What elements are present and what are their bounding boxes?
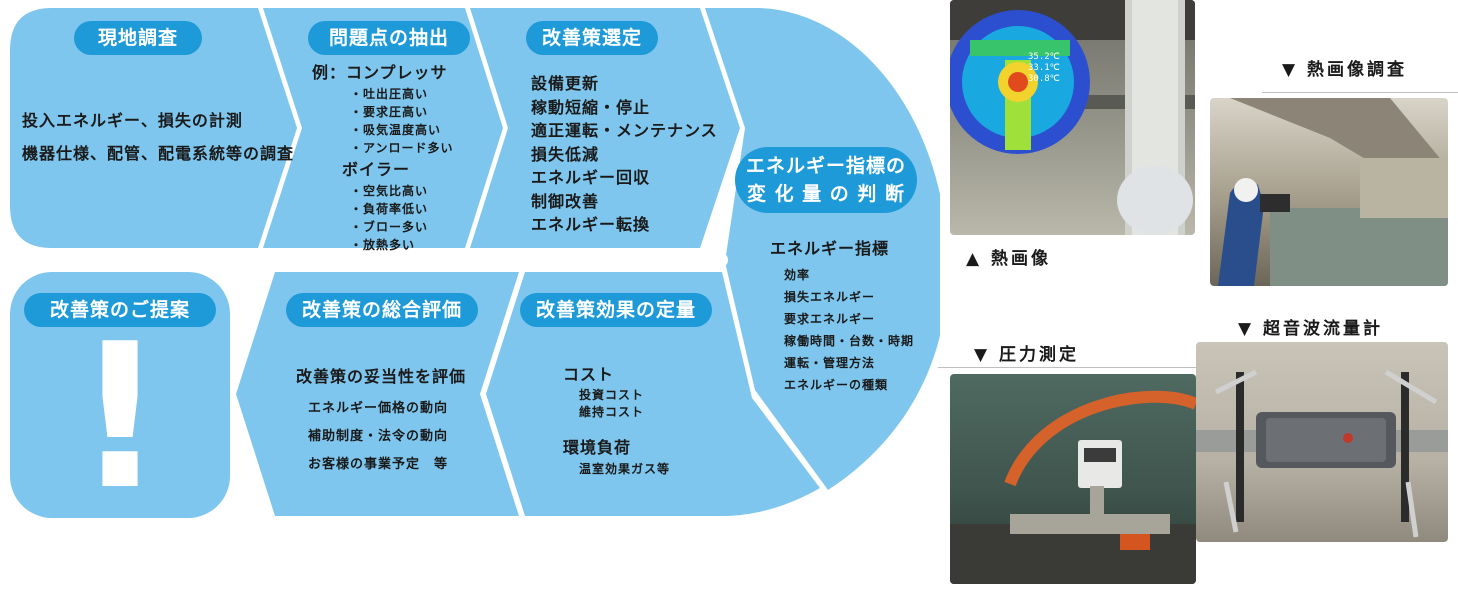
readout-value: 33.1℃ [1028,63,1060,73]
connector-dot [712,252,728,268]
list-item: 効率 [784,268,811,282]
pressure-graphic [950,390,1196,584]
cost-items: 投資コスト 維持コスト [563,387,670,421]
list-item: 補助制度・法令の動向 [308,429,449,444]
list-item: ・放熱多い [350,238,416,252]
boiler-items: ・空気比高い ・負荷率低い ・ブロー多い ・放熱多い [312,182,454,254]
problems-example: 例：コンプレッサ [312,63,448,82]
list-item: 温室効果ガス等 [579,462,671,476]
list-item: 運転・管理方法 [784,356,876,370]
list-item: 稼動短縮・停止 [531,97,651,117]
chevron-survey [10,8,297,248]
chevron-selection [470,8,740,248]
list-item: ・吸気温度高い [350,123,442,137]
pressure-photo [950,374,1196,584]
indicator-title-line: エネルギー指標の [745,155,906,177]
readout-value: 35.2℃ [1028,52,1060,62]
evaluation-heading: 改善策の妥当性を評価 [296,367,467,386]
chevron-problems [263,8,503,248]
list-item: エネルギー価格の動向 [308,401,449,416]
list-item: ・空気比高い [350,184,429,198]
indicator-items: 効率 損失エネルギー 要求エネルギー 稼働時間・台数・時期 運転・管理方法 エネ… [770,264,914,396]
quantify-title: 改善策効果の定量 [520,293,712,327]
indicator-list: エネルギー指標 効率 損失エネルギー 要求エネルギー 稼働時間・台数・時期 運転… [770,236,914,396]
list-item: 損失低減 [531,144,600,164]
compressor-items: ・吐出圧高い ・要求圧高い ・吸気温度高い ・アンロード多い [312,85,454,157]
flow-diagram [10,8,940,518]
thermal-survey-graphic [1218,98,1448,286]
survey-list: 投入エネルギー、損失の計測 機器仕様、配管、配電系統等の調査 [22,108,294,166]
proposal-title: 改善策のご提案 [24,293,216,327]
arc-indicator [705,8,940,490]
quantify-list: コスト 投資コスト 維持コスト 環境負荷 温室効果ガス等 [563,362,670,478]
ultrasonic-graphic [1196,369,1448,538]
divider-line [1262,92,1458,93]
ultrasonic-photo [1196,342,1448,542]
indicator-title-line: 変 化 量 の 判 断 [746,183,906,205]
list-item: ・アンロード多い [350,141,454,155]
list-item: 維持コスト [579,405,645,419]
chevron-evaluation [236,272,519,516]
survey-line: 機器仕様、配管、配電系統等の調査 [22,144,295,163]
list-item: 投資コスト [579,388,645,402]
selection-title: 改善策選定 [526,21,658,55]
thermal-readout: 35.2℃ 33.1℃ 30.8℃ [1028,52,1060,85]
list-item: ・要求圧高い [350,105,429,119]
selection-list: 設備更新 稼動短縮・停止 適正運転・メンテナンス 損失低減 エネルギー回収 制御… [531,72,718,237]
list-item: 適正運転・メンテナンス [531,121,718,140]
readout-value: 30.8℃ [1028,74,1060,84]
list-item: ・吐出圧高い [350,87,429,101]
chevron-quantify [486,272,820,516]
list-item: ・負荷率低い [350,202,429,216]
list-item: エネルギー回収 [531,168,651,187]
env-label: 環境負荷 [563,438,632,457]
list-item: お客様の事業予定 等 [308,457,449,472]
thermal-survey-photo [1210,98,1448,286]
problems-title: 問題点の抽出 [308,21,470,55]
list-item: エネルギー転換 [531,215,651,234]
problems-list: 例：コンプレッサ ・吐出圧高い ・要求圧高い ・吸気温度高い ・アンロード多い … [312,60,454,254]
env-items: 温室効果ガス等 [563,460,670,478]
list-item: 制御改善 [531,191,600,211]
list-item: 設備更新 [531,74,600,93]
boiler-label: ボイラー [342,160,411,179]
list-item: 損失エネルギー [784,290,876,304]
list-item: エネルギーの種類 [784,378,889,392]
thermal-photo: 35.2℃ 33.1℃ 30.8℃ [950,0,1195,235]
thermal-photo-graphic [950,0,1195,235]
indicator-title: エネルギー指標の 変 化 量 の 判 断 [735,147,917,213]
exclamation-mark: ! [74,301,166,534]
caption-ultrasonic: ▼ 超音波流量計 [1238,319,1383,339]
divider-line [938,367,1196,368]
caption-thermal-survey: ▼ 熱画像調査 [1282,60,1407,80]
survey-line: 投入エネルギー、損失の計測 [22,111,243,130]
list-item: 要求エネルギー [784,312,876,326]
list-item: 稼働時間・台数・時期 [784,334,915,348]
cost-label: コスト [563,365,615,384]
evaluation-items: エネルギー価格の動向 補助制度・法令の動向 お客様の事業予定 等 [296,395,466,479]
indicator-heading: エネルギー指標 [770,239,890,258]
evaluation-title: 改善策の総合評価 [286,293,478,327]
caption-thermal-image: ▲ 熱画像 [966,249,1051,269]
evaluation-list: 改善策の妥当性を評価 エネルギー価格の動向 補助制度・法令の動向 お客様の事業予… [296,364,466,479]
caption-pressure: ▼ 圧力測定 [974,345,1079,365]
survey-title: 現地調査 [74,21,202,55]
box-proposal [10,272,230,518]
list-item: ・ブロー多い [350,220,429,234]
